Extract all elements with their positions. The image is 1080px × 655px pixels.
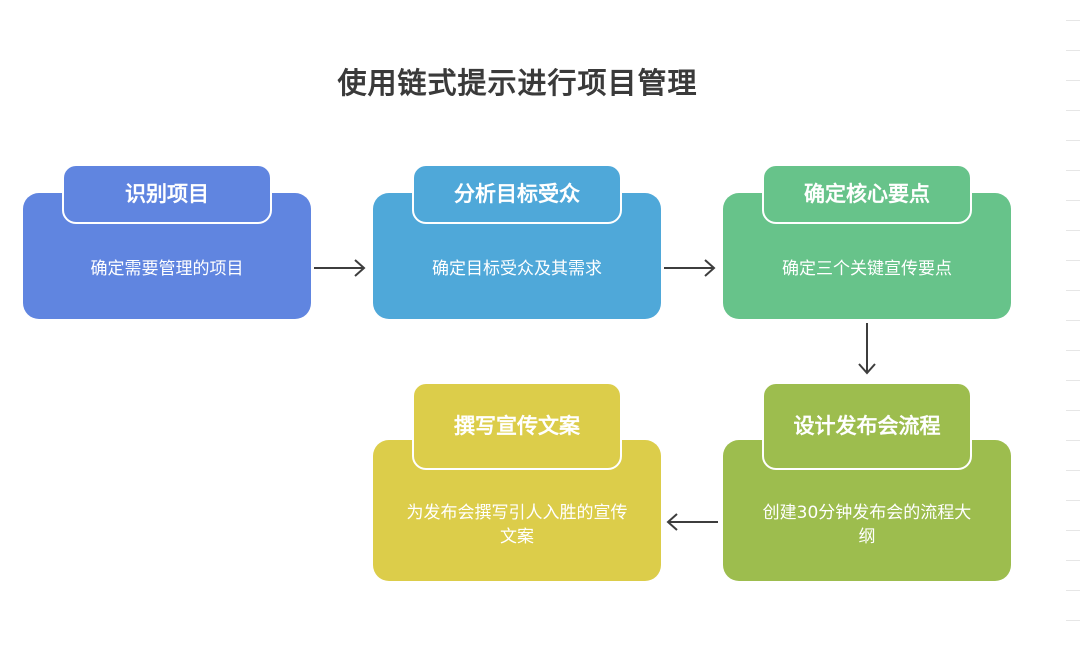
- arrow-right-icon: [664, 259, 716, 277]
- step-card-key-points: 确定三个关键宣传要点: [723, 193, 1011, 319]
- step-heading: 设计发布会流程: [762, 382, 972, 470]
- step-description: 为发布会撰写引人入胜的宣传文案: [406, 502, 628, 547]
- step-heading: 分析目标受众: [412, 164, 622, 224]
- step-heading: 撰写宣传文案: [412, 382, 622, 470]
- diagram-title: 使用链式提示进行项目管理: [337, 66, 698, 100]
- arrow-down-icon: [858, 323, 876, 375]
- step-description: 确定目标受众及其需求: [432, 259, 602, 280]
- step-description: 创建30分钟发布会的流程大纲: [762, 502, 972, 547]
- step-description: 确定三个关键宣传要点: [782, 259, 952, 280]
- scroll-edge-decoration: [1066, 20, 1080, 640]
- step-description: 确定需要管理的项目: [90, 259, 244, 280]
- step-heading: 识别项目: [62, 164, 272, 224]
- arrow-left-icon: [666, 513, 718, 531]
- step-heading: 确定核心要点: [762, 164, 972, 224]
- arrow-right-icon: [314, 259, 366, 277]
